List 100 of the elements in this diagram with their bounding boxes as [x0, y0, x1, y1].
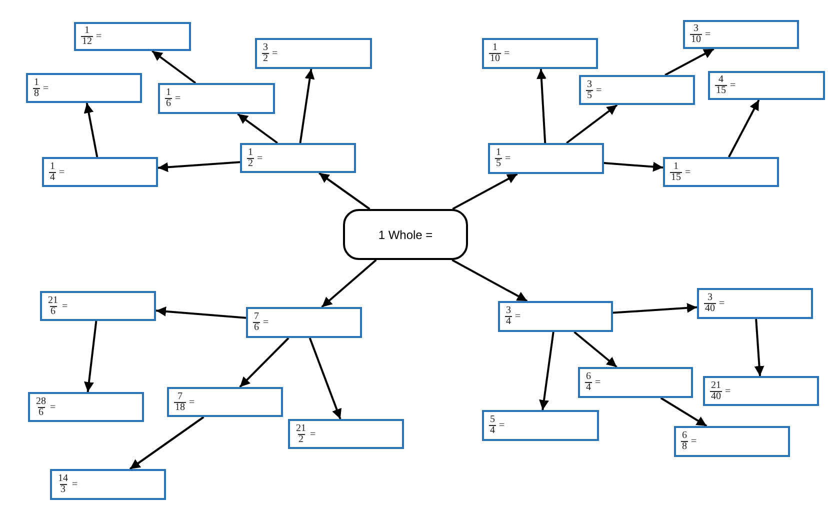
- equals-sign: =: [310, 428, 316, 440]
- numerator: 3: [262, 43, 269, 53]
- equals-sign: =: [504, 48, 510, 59]
- arrow: [152, 50, 196, 84]
- answer-box: [482, 38, 598, 69]
- denominator: 2: [247, 158, 254, 168]
- numerator: 1: [84, 26, 90, 36]
- equals-sign: =: [43, 82, 49, 94]
- denominator: 18: [174, 402, 186, 412]
- denominator: 5: [495, 158, 502, 169]
- denominator: 10: [690, 34, 702, 45]
- arrow: [754, 318, 764, 376]
- denominator: 15: [715, 85, 727, 96]
- answer-box: [288, 419, 404, 449]
- numerator: 21: [295, 424, 307, 434]
- denominator: 2: [262, 53, 269, 64]
- answer-box: [697, 288, 813, 319]
- answer-box: [74, 22, 191, 51]
- rounded-box: [343, 209, 468, 260]
- answer-box: [663, 157, 779, 187]
- denominator: 6: [253, 322, 260, 333]
- equals-sign: =: [595, 377, 601, 388]
- numerator: 3: [706, 293, 714, 303]
- numerator: 21: [47, 296, 59, 306]
- equals-sign: =: [725, 386, 731, 396]
- arrow: [539, 332, 554, 410]
- arrow: [452, 173, 518, 210]
- denominator: 4: [49, 172, 56, 182]
- denominator: 12: [81, 36, 93, 47]
- numerator: 1: [495, 148, 502, 158]
- denominator: 8: [681, 441, 688, 452]
- answer-box: [246, 307, 362, 338]
- denominator: 40: [704, 303, 716, 314]
- arrow: [84, 102, 98, 158]
- equals-sign: =: [499, 420, 505, 431]
- arrow: [664, 48, 714, 76]
- answer-box: [579, 75, 695, 105]
- arrow: [239, 337, 290, 388]
- equals-sign: =: [719, 298, 725, 309]
- arrow: [566, 104, 618, 144]
- answer-box: [703, 376, 819, 406]
- equals-sign: =: [62, 300, 68, 312]
- equals-sign: =: [505, 153, 511, 164]
- equals-sign: =: [596, 84, 602, 96]
- numerator: 14: [57, 474, 69, 484]
- equals-sign: =: [263, 317, 269, 328]
- denominator: 5: [586, 90, 593, 100]
- numerator: 1: [33, 78, 40, 88]
- answer-box: [167, 387, 283, 417]
- equals-sign: =: [96, 31, 102, 42]
- denominator: 40: [710, 390, 722, 402]
- numerator: 1: [49, 162, 56, 172]
- arrow: [308, 338, 342, 420]
- equals-sign: =: [189, 396, 195, 408]
- answer-box: [240, 143, 356, 173]
- arrow: [237, 113, 278, 144]
- denominator: 6: [165, 98, 172, 109]
- arrow: [156, 306, 246, 319]
- numerator: 3: [692, 24, 700, 34]
- denominator: 4: [585, 382, 592, 393]
- equals-sign: =: [257, 152, 263, 164]
- denominator: 15: [670, 172, 682, 182]
- denominator: 4: [505, 316, 512, 327]
- arrow: [728, 100, 760, 158]
- equals-sign: =: [730, 80, 736, 91]
- arrow: [536, 68, 546, 144]
- denominator: 2: [298, 434, 304, 444]
- answer-box: [50, 469, 166, 500]
- denominator: 4: [489, 425, 496, 436]
- arrow: [158, 161, 240, 172]
- equals-sign: =: [50, 402, 56, 412]
- arrow: [612, 302, 698, 314]
- answer-box: [498, 301, 613, 332]
- numerator: 3: [505, 306, 512, 316]
- arrow: [574, 331, 618, 368]
- denominator: 3: [60, 484, 66, 495]
- answer-box: [255, 38, 372, 69]
- equals-sign: =: [515, 311, 521, 322]
- answer-box: [158, 83, 275, 114]
- arrow: [452, 259, 528, 302]
- numerator: 7: [176, 392, 184, 402]
- denominator: 8: [33, 88, 40, 98]
- answer-box: [482, 410, 599, 441]
- numerator: 3: [586, 80, 593, 90]
- numerator: 1: [492, 43, 498, 53]
- equals-sign: =: [72, 479, 78, 490]
- equals-sign: =: [691, 436, 697, 447]
- arrow: [604, 162, 664, 172]
- answer-box: [578, 367, 693, 398]
- arrow: [318, 172, 370, 210]
- numerator: 1: [672, 162, 680, 172]
- answer-box: [674, 426, 790, 457]
- denominator: 10: [489, 53, 501, 64]
- answer-box: [40, 291, 156, 321]
- numerator: 4: [718, 75, 724, 85]
- numerator: 5: [489, 415, 496, 425]
- numerator: 21: [710, 380, 722, 390]
- answer-box: [28, 392, 144, 422]
- arrow: [129, 416, 204, 470]
- equals-sign: =: [175, 93, 181, 104]
